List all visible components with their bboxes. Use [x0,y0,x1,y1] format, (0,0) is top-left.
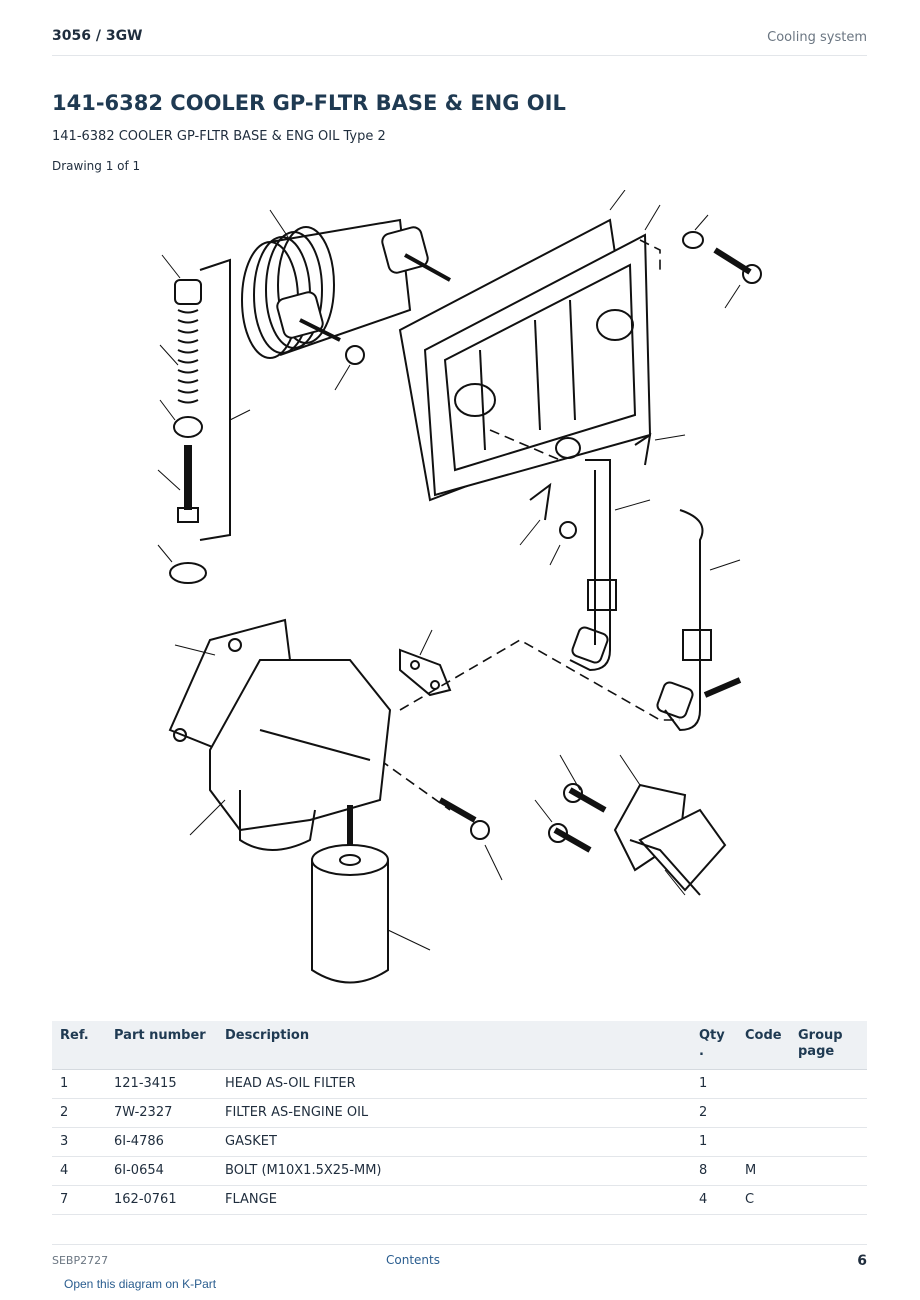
row-qty: 1 [691,1127,737,1157]
filter-base-drawing [168,618,392,851]
row-code [737,1098,790,1128]
parts-table: Ref. Part number Description Qty . Code … [52,1021,867,1215]
col-code: Code [737,1021,790,1069]
row-ref: 2 [52,1098,106,1128]
bolt-top-drawing [682,214,762,309]
cover-plate-drawing [398,190,661,502]
page-footer: SEBP2727 Contents 6 [52,1244,867,1274]
page-number: 6 [857,1253,867,1269]
page-header: 3056 / 3GW Cooling system [52,28,867,56]
row-qty: 4 [691,1185,737,1215]
row-description: HEAD AS-OIL FILTER [217,1069,691,1099]
table-header-row: Ref. Part number Description Qty . Code … [52,1021,867,1069]
row-code: M [737,1156,790,1186]
contents-link[interactable]: Contents [386,1253,440,1267]
relief-valve-drawing [157,254,251,584]
row-part-number: 7W-2327 [106,1098,217,1128]
row-qty: 2 [691,1098,737,1128]
row-part-number: 6I-4786 [106,1127,217,1157]
row-code [737,1069,790,1099]
gasket-drawing [399,629,452,697]
row-ref: 1 [52,1069,106,1099]
page-subtitle: 141-6382 COOLER GP-FLTR BASE & ENG OIL T… [52,129,386,144]
row-code: C [737,1185,790,1215]
row-group-page [790,1185,867,1215]
section-label: Cooling system [767,30,867,45]
row-group-page [790,1098,867,1128]
row-part-number: 162-0761 [106,1185,217,1215]
row-part-number: 121-3415 [106,1069,217,1099]
filter-canister-drawing [311,805,431,984]
parts-diagram [157,190,762,984]
col-description: Description [217,1021,691,1069]
model-label: 3056 / 3GW [52,28,143,44]
row-group-page [790,1127,867,1157]
flange-drawing [438,754,727,896]
page-title: 141-6382 COOLER GP-FLTR BASE & ENG OIL [52,91,566,115]
row-group-page [790,1069,867,1099]
row-description: GASKET [217,1127,691,1157]
row-group-page [790,1156,867,1186]
doc-number: SEBP2727 [52,1254,109,1267]
row-description: FLANGE [217,1185,691,1215]
col-group-page: Group page [790,1021,867,1069]
row-part-number: 6I-0654 [106,1156,217,1186]
col-ref: Ref. [52,1021,106,1069]
row-description: FILTER AS-ENGINE OIL [217,1098,691,1128]
row-description: BOLT (M10X1.5X25-MM) [217,1156,691,1186]
kpart-link[interactable]: Open this diagram on K-Part [64,1277,217,1291]
oil-cooler-drawing [241,209,451,391]
oil-tube-drawing [519,432,742,732]
dashed-leader-drawing [379,239,680,811]
col-part-number: Part number [106,1021,217,1069]
row-qty: 8 [691,1156,737,1186]
row-qty: 1 [691,1069,737,1099]
col-qty: Qty . [691,1021,737,1069]
row-ref: 7 [52,1185,106,1215]
row-code [737,1127,790,1157]
row-ref: 3 [52,1127,106,1157]
drawing-label: Drawing 1 of 1 [52,159,141,173]
row-ref: 4 [52,1156,106,1186]
